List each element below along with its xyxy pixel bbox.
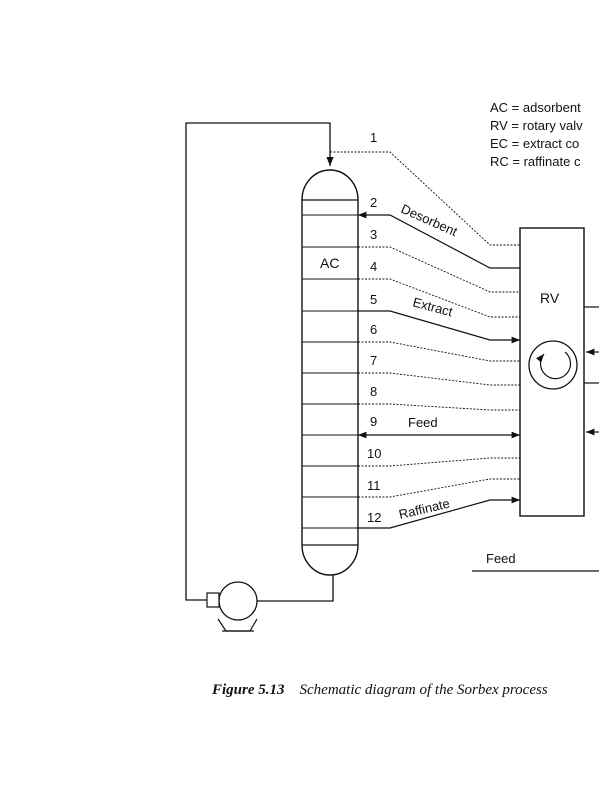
- port-line-8: [358, 403, 520, 411]
- legend-rc: RC = raffinate c: [490, 154, 581, 169]
- port-line-5: [358, 310, 520, 344]
- port-number-3: 3: [370, 227, 377, 242]
- port-number-7: 7: [370, 353, 377, 368]
- figure-label: Figure 5.13: [212, 682, 285, 698]
- desorbent-label: Desorbent: [399, 201, 460, 239]
- bed-dividers: [302, 214, 358, 529]
- legend-rv: RV = rotary valv: [490, 118, 583, 133]
- pump: [206, 575, 334, 632]
- port-line-10: [358, 457, 520, 467]
- port-line-4: [358, 278, 520, 318]
- port-number-9: 9: [370, 414, 377, 429]
- port-lines: [330, 151, 520, 529]
- port-number-8: 8: [370, 384, 377, 399]
- port-number-5: 5: [370, 292, 377, 307]
- port-line-1: [330, 151, 520, 246]
- port-line-3: [358, 246, 520, 293]
- legend-ec: EC = extract co: [490, 136, 580, 151]
- port-line-11: [358, 478, 520, 498]
- rotation-indicator: [528, 340, 578, 390]
- port-number-11: 11: [367, 478, 381, 493]
- extract-label: Extract: [411, 294, 454, 319]
- port-line-12: [358, 496, 520, 529]
- column-label: AC: [320, 255, 339, 271]
- port-number-10: 10: [367, 446, 381, 461]
- feed-label: Feed: [408, 415, 438, 430]
- port-number-6: 6: [370, 322, 377, 337]
- port-number-12: 12: [367, 510, 381, 525]
- port-number-4: 4: [370, 259, 377, 274]
- figure-title: Schematic diagram of the Sorbex process: [299, 682, 548, 698]
- recycle-line: [185, 122, 334, 601]
- port-line-7: [358, 372, 520, 386]
- legend-ac: AC = adsorbent: [490, 100, 581, 115]
- rotation-arrow-icon: [536, 351, 572, 380]
- valve-label: RV: [540, 290, 560, 306]
- valve-outlets: [584, 306, 599, 436]
- port-line-6: [358, 341, 520, 362]
- port-number-2: 2: [370, 195, 377, 210]
- port-number-1: 1: [370, 130, 377, 145]
- port-line-2: [358, 211, 520, 269]
- feed-right-label: Feed: [486, 551, 516, 566]
- figure-caption: Figure 5.13 Schematic diagram of the Sor…: [212, 682, 548, 699]
